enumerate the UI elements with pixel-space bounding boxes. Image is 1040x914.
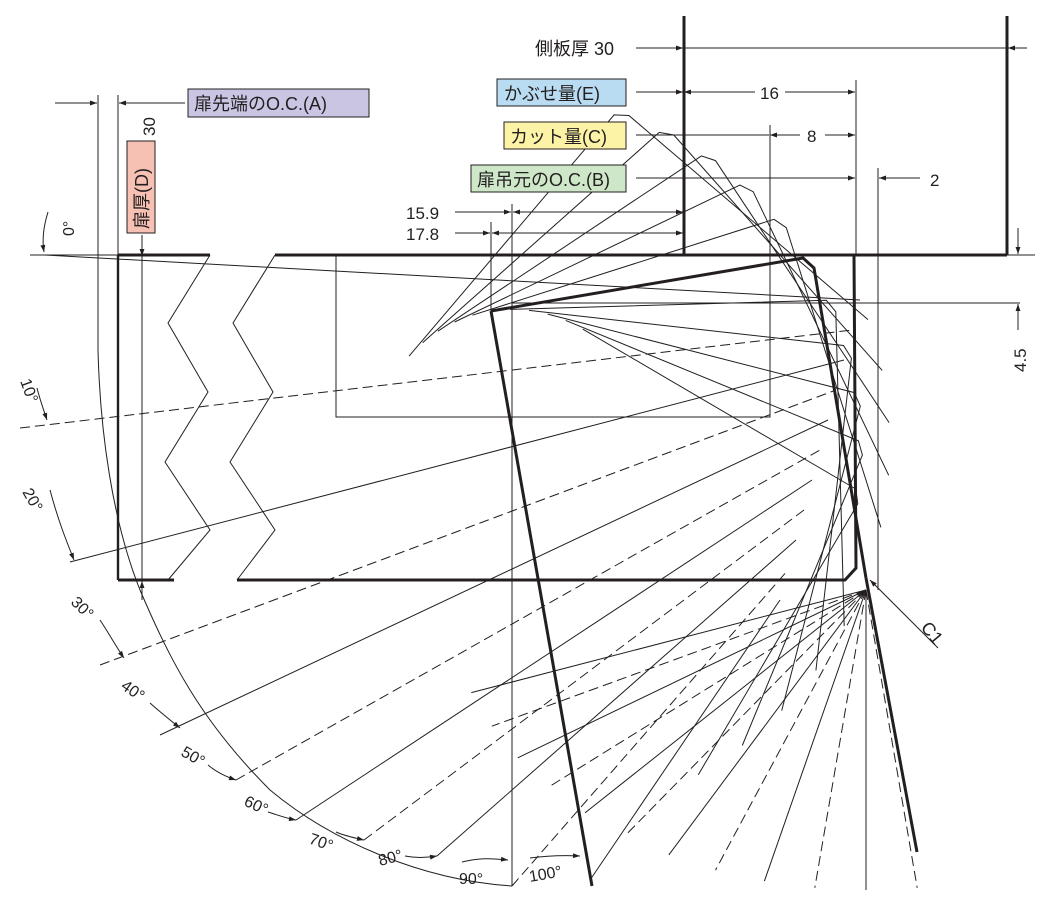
trajectory-ray [44, 254, 861, 301]
tip-oc-value-2: 17.8 [406, 225, 439, 244]
trajectory-ray [471, 589, 867, 694]
angle-label: 30° [67, 594, 96, 623]
trajectory-ray [517, 589, 867, 759]
overlay-badge-bg [496, 78, 627, 107]
hinge-oc-badge-bg [470, 164, 627, 193]
overlay-value: 16 [760, 84, 779, 103]
angle-label: 10° [16, 377, 40, 406]
door-trajectory [19, 114, 918, 890]
label-hinge-oc-b: 扉吊元のO.C.(B) [470, 164, 627, 193]
trajectory-ray [624, 589, 867, 837]
hinge-offset-value: 4.5 [1011, 348, 1030, 372]
trajectory-ray [548, 589, 867, 788]
trajectory-outline [454, 184, 890, 476]
trajectory-ray [589, 599, 781, 881]
label-tip-oc-a: 扉先端のO.C.(A) [187, 88, 370, 118]
angle-label: 40° [118, 677, 148, 705]
trajectory-outline [582, 328, 859, 775]
trajectory-outline [422, 131, 883, 371]
angle-arrows [36, 211, 581, 863]
thickness-badge-bg [126, 140, 156, 234]
trajectory-ray [668, 589, 867, 856]
trajectory-ray [159, 419, 829, 736]
trajectory-ray [436, 539, 797, 857]
door-open [489, 256, 919, 887]
chamfer-label: C1 [917, 618, 947, 648]
thickness-label: 扉厚(D) [132, 168, 152, 229]
angle-label: 80° [377, 847, 405, 870]
trajectory-outline [509, 299, 845, 627]
trajectory-ray [491, 589, 867, 727]
trajectory-outline [408, 114, 869, 357]
thickness-value: 30 [140, 117, 159, 136]
trajectory-ray [865, 589, 918, 888]
dimensions [55, 45, 1027, 649]
trajectory-ray [763, 589, 867, 882]
angle-label: 50° [178, 744, 207, 771]
angle-label: 70° [307, 831, 336, 855]
trajectory-outline [437, 155, 890, 423]
label-overlay-e: かぶせ量(E) [496, 78, 627, 107]
trajectory-ray [715, 589, 867, 871]
side-panel-label: 側板厚 30 [535, 39, 614, 59]
trajectory-ray [235, 449, 821, 781]
trajectory-ray [99, 389, 837, 666]
cut-value: 8 [807, 127, 816, 146]
hinge-oc-label: 扉吊元のO.C.(B) [477, 170, 610, 190]
door-closed [116, 253, 858, 582]
angle-label: 20° [19, 486, 46, 515]
trajectory-ray [19, 329, 853, 429]
cut-badge-bg [503, 121, 627, 150]
trajectory-ray [814, 589, 867, 888]
label-door-thickness-d: 扉厚(D) [126, 140, 156, 234]
angle-label: 0° [61, 221, 78, 236]
angle-label: 90° [459, 871, 483, 888]
trajectory-ray [363, 509, 805, 841]
trajectory-ray [511, 569, 789, 887]
trajectory-ray [69, 359, 845, 563]
angle-label: 60° [241, 793, 270, 819]
angle-label: 100° [528, 863, 564, 885]
trajectory-outline [528, 309, 852, 671]
tip-arc [97, 349, 513, 887]
hinge-oc-value: 2 [930, 171, 939, 190]
tip-oc-value: 15.9 [406, 204, 439, 223]
cut-label: カット量(C) [510, 127, 607, 147]
trajectory-outline [472, 218, 882, 528]
trajectory-ray [584, 589, 867, 814]
trajectory-outline [565, 319, 863, 746]
tip-oc-label: 扉先端のO.C.(A) [194, 94, 327, 114]
trajectory-ray [295, 479, 813, 821]
tip-oc-badge-bg [187, 88, 370, 118]
label-cut-c: カット量(C) [503, 121, 627, 150]
overlay-label: かぶせ量(E) [504, 84, 600, 104]
trajectory-outline [547, 313, 861, 711]
